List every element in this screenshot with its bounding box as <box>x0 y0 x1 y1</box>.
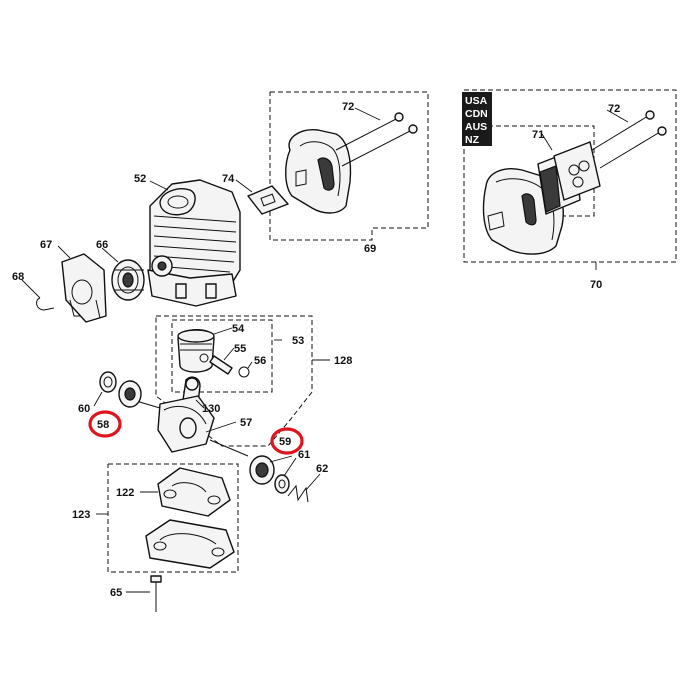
callout-72-right[interactable]: 72 <box>608 103 620 115</box>
callout-122[interactable]: 122 <box>116 487 134 499</box>
crankshaft-group-128 <box>125 315 313 457</box>
callout-123[interactable]: 123 <box>72 509 90 521</box>
callout-74[interactable]: 74 <box>222 173 235 185</box>
callout-59[interactable]: 59 <box>279 436 291 448</box>
callout-69[interactable]: 69 <box>364 243 376 255</box>
callout-58[interactable]: 58 <box>97 419 109 431</box>
intake-parts <box>36 253 145 323</box>
callout-70[interactable]: 70 <box>590 279 602 291</box>
region-badge-line-1: USA <box>465 95 488 107</box>
callout-57[interactable]: 57 <box>240 417 252 429</box>
highlight-ring-59 <box>270 427 304 455</box>
region-badge-line-4: NZ <box>465 134 480 146</box>
callout-71[interactable]: 71 <box>532 129 544 141</box>
callout-labels: 52 53 54 55 56 57 58 59 60 61 62 65 66 6… <box>12 101 620 599</box>
callout-55[interactable]: 55 <box>234 343 246 355</box>
callout-52[interactable]: 52 <box>134 173 146 185</box>
muffler-group-69 <box>247 91 429 241</box>
callout-68[interactable]: 68 <box>12 271 24 283</box>
callout-61[interactable]: 61 <box>298 449 310 461</box>
callout-53[interactable]: 53 <box>292 335 304 347</box>
callout-60[interactable]: 60 <box>78 403 90 415</box>
callout-130[interactable]: 130 <box>202 403 220 415</box>
callout-128[interactable]: 128 <box>334 355 352 367</box>
callout-62[interactable]: 62 <box>316 463 328 475</box>
bearings-and-seals <box>99 371 309 503</box>
cylinder-52 <box>147 179 241 307</box>
leader-lines <box>21 107 629 593</box>
highlight-ring-58 <box>88 410 122 438</box>
callout-67[interactable]: 67 <box>40 239 52 251</box>
muffler-group-70: USA CDN AUS NZ <box>462 89 677 263</box>
crankcase-group-123 <box>107 463 239 612</box>
callout-56[interactable]: 56 <box>254 355 266 367</box>
callout-65[interactable]: 65 <box>110 587 122 599</box>
callout-54[interactable]: 54 <box>232 323 245 335</box>
region-badge <box>462 92 492 146</box>
callout-66[interactable]: 66 <box>96 239 108 251</box>
region-badge-line-2: CDN <box>465 108 488 120</box>
callout-72-left[interactable]: 72 <box>342 101 354 113</box>
region-badge-line-3: AUS <box>465 121 487 133</box>
